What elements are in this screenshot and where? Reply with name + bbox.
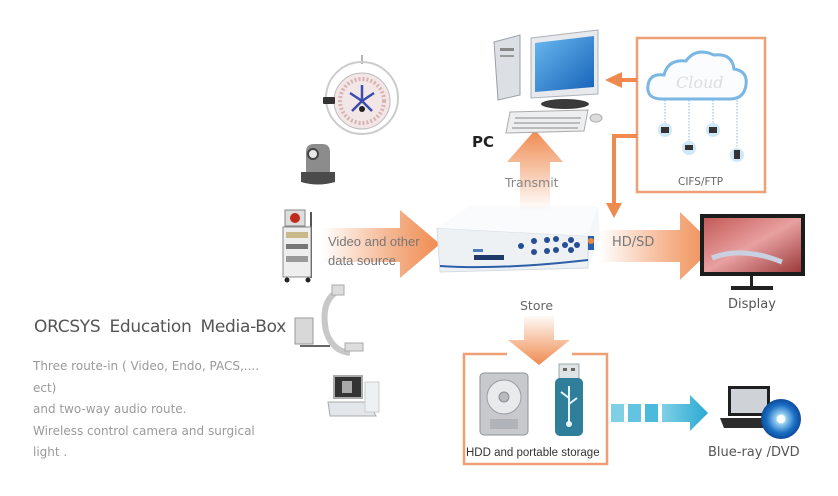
display-label: Display [728,297,776,312]
source-label-line: Video and other [328,234,420,249]
cloud-frame [635,36,767,194]
product-title: ORCSYS Education Media-Box [34,317,287,337]
storage-label: HDD and portable storage [466,447,600,459]
svg-text:Cloud: Cloud [676,73,724,92]
description-line: and two-way audio route. [33,402,187,416]
description-line: Three route-in ( Video, Endo, PACS,.... … [33,359,260,395]
ptz-camera-icon [301,144,335,185]
hdd-icon [479,372,529,436]
cloud-icon: Cloud [646,50,748,162]
source-arrow [322,210,440,278]
description-line: light . [33,445,68,459]
media-box-device [436,206,600,273]
c-arm-icon [294,284,364,356]
usb-drive-icon [555,363,583,436]
transmit-label: Transmit [505,175,559,190]
store-arrow [508,316,570,365]
ultrasound-icon [327,375,380,417]
display-monitor-icon [700,214,805,290]
source-label: Video and other data source [328,232,420,270]
description-line: Wireless control camera and surgical [33,423,255,438]
cloud-to-pc-arrow [605,72,637,88]
cifs-ftp-label: CIFS/FTP [678,176,724,188]
transmit-arrow [507,130,563,210]
bluray-label: Blue-ray /DVD [708,445,800,460]
bluray-arrow [611,395,708,431]
pc-icon [493,29,603,134]
cloud-client-icons [658,123,744,162]
hdsd-arrow [600,212,715,280]
storage-frame [462,352,609,466]
laptop-disc-icon [720,386,801,439]
hdsd-label: HD/SD [612,235,655,250]
store-label: Store [520,298,554,313]
pc-label: PC [472,133,495,151]
cloud-to-box-arrow [606,134,637,218]
surgical-light-icon [323,55,399,135]
endoscopy-cart-icon [282,209,312,283]
source-label-line: data source [328,253,396,268]
product-description: Three route-in ( Video, Endo, PACS,.... … [33,356,273,464]
